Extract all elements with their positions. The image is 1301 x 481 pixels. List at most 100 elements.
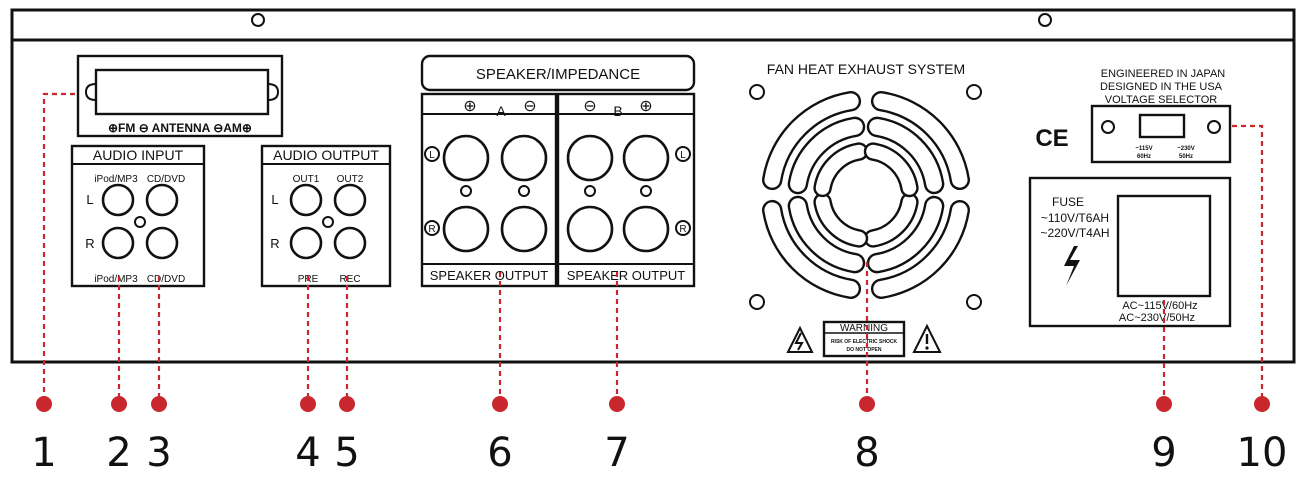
binding-post-b-left-minus bbox=[566, 134, 614, 182]
fan-grille-slot-4 bbox=[871, 91, 970, 190]
audio-output-bottom-right: REC bbox=[339, 274, 360, 285]
voltage-left-freq: 60Hz bbox=[1137, 154, 1151, 160]
fan-grille-slot-11 bbox=[813, 142, 869, 198]
fuse-line1: ~110V/T6AH bbox=[1041, 211, 1109, 225]
voltage-left-val: ~115V bbox=[1135, 146, 1152, 152]
voltage-line3: VOLTAGE SELECTOR bbox=[1105, 94, 1218, 106]
speaker-a-label: A bbox=[496, 103, 506, 119]
callout-dot-2 bbox=[111, 396, 127, 412]
fan-grille-slot-8 bbox=[866, 116, 945, 195]
antenna-module: ⊕FM ⊖ ANTENNA ⊖AM⊕ bbox=[76, 54, 284, 138]
audio-input-bottom-left: iPod/MP3 bbox=[94, 274, 138, 285]
callout-number-5: 5 bbox=[334, 430, 359, 476]
binding-post-a-right-plus bbox=[442, 205, 490, 253]
audio-output-left-label: L bbox=[271, 192, 278, 207]
callout-dot-6 bbox=[492, 396, 508, 412]
rca-jack-out1-left bbox=[289, 183, 323, 217]
fan-grille-slot-12 bbox=[863, 142, 919, 198]
callout-number-4: 4 bbox=[295, 430, 320, 476]
audio-output-title: AUDIO OUTPUT bbox=[273, 147, 379, 163]
speaker-b-plus: ⊕ bbox=[639, 98, 652, 115]
fan-title: FAN HEAT EXHAUST SYSTEM bbox=[767, 61, 965, 77]
lightning-icon bbox=[1064, 246, 1080, 286]
voltage-right-val: ~230V bbox=[1177, 146, 1195, 152]
callout-dot-8 bbox=[859, 396, 875, 412]
fuse-title: FUSE bbox=[1052, 195, 1084, 209]
callout-number-10: 10 bbox=[1237, 430, 1288, 476]
fan-grille-slot-10 bbox=[813, 192, 869, 248]
callout-dot-7 bbox=[609, 396, 625, 412]
voltage-right-freq: 50Hz bbox=[1179, 154, 1193, 160]
callout-dot-3 bbox=[151, 396, 167, 412]
fuse-line2: ~220V/T4AH bbox=[1040, 226, 1109, 240]
speaker-a-l: L bbox=[429, 150, 435, 161]
speaker-block-b bbox=[556, 92, 696, 288]
callout-number-9: 9 bbox=[1151, 430, 1176, 476]
binding-post-a-left-plus bbox=[442, 134, 490, 182]
audio-input-module: AUDIO INPUT iPod/MP3 CD/DVD L R iPod/MP3… bbox=[70, 144, 206, 288]
binding-post-b-right-plus bbox=[622, 205, 670, 253]
shock-warning-icon bbox=[786, 325, 814, 353]
speaker-b-minus: ⊖ bbox=[583, 98, 596, 115]
speaker-output-b: SPEAKER OUTPUT bbox=[567, 268, 686, 283]
antenna-label: ⊕FM ⊖ ANTENNA ⊖AM⊕ bbox=[108, 121, 252, 135]
warning-label-box bbox=[822, 320, 906, 358]
audio-output-top-right: OUT2 bbox=[337, 174, 364, 185]
rca-jack-cd-left bbox=[145, 183, 179, 217]
audio-output-top-left: OUT1 bbox=[293, 174, 320, 185]
binding-post-a-left-minus bbox=[500, 134, 548, 182]
rca-jack-rec-right bbox=[333, 226, 367, 260]
speaker-a-r: R bbox=[428, 224, 435, 235]
callout-number-7: 7 bbox=[604, 430, 629, 476]
callout-number-6: 6 bbox=[487, 430, 512, 476]
speaker-output-a: SPEAKER OUTPUT bbox=[430, 268, 549, 283]
binding-post-b-right-minus bbox=[566, 205, 614, 253]
warning-title: WARNING bbox=[840, 323, 888, 334]
leader-10 bbox=[1232, 124, 1264, 400]
caution-warning-icon bbox=[912, 323, 942, 353]
fan-screw-bl bbox=[749, 294, 765, 310]
rca-jack-cd-right bbox=[145, 226, 179, 260]
audio-input-top-right: CD/DVD bbox=[147, 174, 185, 185]
binding-post-a-right-minus bbox=[500, 205, 548, 253]
voltage-switch bbox=[1138, 113, 1186, 139]
callout-number-2: 2 bbox=[106, 430, 131, 476]
speaker-a-minus: ⊖ bbox=[523, 98, 536, 115]
binding-post-b-left-plus bbox=[622, 134, 670, 182]
callout-number-8: 8 bbox=[854, 430, 879, 476]
audio-output-module: AUDIO OUTPUT OUT1 OUT2 L R PRE REC bbox=[260, 144, 392, 288]
ce-mark: CE bbox=[1035, 125, 1068, 152]
callout-dot-10 bbox=[1254, 396, 1270, 412]
callout-dot-1 bbox=[36, 396, 52, 412]
fan-screw-tl bbox=[749, 84, 765, 100]
rca-jack-ipod-right bbox=[101, 226, 135, 260]
callout-dot-5 bbox=[339, 396, 355, 412]
audio-input-title: AUDIO INPUT bbox=[93, 147, 184, 163]
fan-screw-br bbox=[966, 294, 982, 310]
voltage-line1: ENGINEERED IN JAPAN bbox=[1101, 68, 1226, 80]
audio-input-top-left: iPod/MP3 bbox=[94, 174, 138, 185]
speaker-block-a bbox=[420, 92, 558, 288]
leader-1 bbox=[42, 92, 75, 400]
fan-grille-slot-2 bbox=[762, 200, 861, 299]
fuse-socket bbox=[1116, 194, 1212, 298]
audio-input-right-label: R bbox=[85, 236, 94, 251]
speaker-b-label: B bbox=[613, 103, 622, 119]
callout-number-3: 3 bbox=[146, 430, 171, 476]
speaker-b-l: L bbox=[680, 150, 686, 161]
callout-number-1: 1 bbox=[31, 430, 56, 476]
screw-hole-right bbox=[1038, 13, 1052, 27]
fan-grille-slot-1 bbox=[871, 200, 970, 299]
rca-jack-out2-left bbox=[333, 183, 367, 217]
warning-line1: RISK OF ELECTRIC SHOCK bbox=[831, 339, 898, 345]
fan-screw-tr bbox=[966, 84, 982, 100]
audio-input-left-label: L bbox=[86, 192, 93, 207]
speaker-impedance-title: SPEAKER/IMPEDANCE bbox=[476, 66, 640, 83]
fan-module: FAN HEAT EXHAUST SYSTEM WARNING RISK OF … bbox=[749, 61, 982, 358]
fan-grille-slot-5 bbox=[866, 195, 945, 274]
fan-grille-slot-7 bbox=[787, 116, 866, 195]
audio-output-right-label: R bbox=[270, 236, 279, 251]
